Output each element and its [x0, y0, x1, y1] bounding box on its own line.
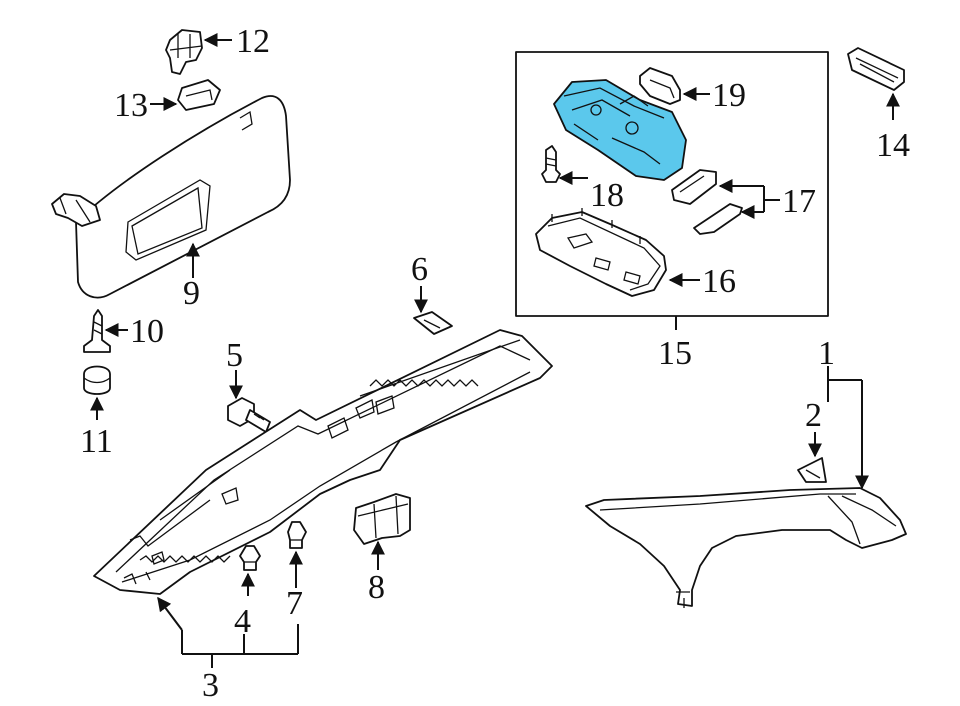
callout-10: 10	[130, 313, 164, 350]
bolt-5-part[interactable]	[227, 397, 271, 433]
pad-6-part[interactable]	[413, 311, 453, 335]
callout-4: 4	[234, 603, 251, 640]
lamp-14-part[interactable]	[847, 47, 905, 91]
callout-8: 8	[368, 569, 385, 606]
callout-11: 11	[80, 423, 113, 460]
bracket-8-part[interactable]	[353, 493, 411, 545]
clip-4-part[interactable]	[239, 545, 261, 571]
callout-18: 18	[590, 177, 624, 214]
header-panel-part[interactable]	[93, 329, 553, 595]
callout-7: 7	[286, 585, 303, 622]
callout-6: 6	[411, 251, 428, 288]
bezel-17-part[interactable]	[671, 169, 743, 235]
callout-3: 3	[202, 667, 219, 704]
callout-12: 12	[236, 23, 270, 60]
sun-visor-part[interactable]	[51, 95, 291, 299]
clip-7-part[interactable]	[287, 521, 307, 549]
callout-9: 9	[183, 275, 200, 312]
switch-19-part[interactable]	[639, 67, 681, 105]
visor-bracket-part[interactable]	[165, 29, 203, 75]
callout-1: 1	[818, 335, 835, 372]
cap-11-part[interactable]	[83, 365, 111, 395]
a-pillar-trim-part[interactable]	[585, 487, 907, 608]
callout-13: 13	[114, 87, 148, 124]
overhead-console-highlight-part[interactable]	[553, 79, 687, 181]
callout-5: 5	[226, 337, 243, 374]
console-base-16-part[interactable]	[535, 208, 667, 297]
callout-14: 14	[876, 127, 910, 164]
callout-15: 15	[658, 335, 692, 372]
callout-3-leader	[157, 596, 183, 631]
screw-10-part[interactable]	[83, 309, 111, 353]
callout-17: 17	[782, 183, 816, 220]
screw-18-part[interactable]	[541, 145, 561, 183]
visor-holder-part[interactable]	[177, 79, 221, 111]
callout-2: 2	[805, 397, 822, 434]
callout-19: 19	[712, 77, 746, 114]
callout-16: 16	[702, 263, 736, 300]
pillar-cap-part[interactable]	[797, 457, 827, 483]
